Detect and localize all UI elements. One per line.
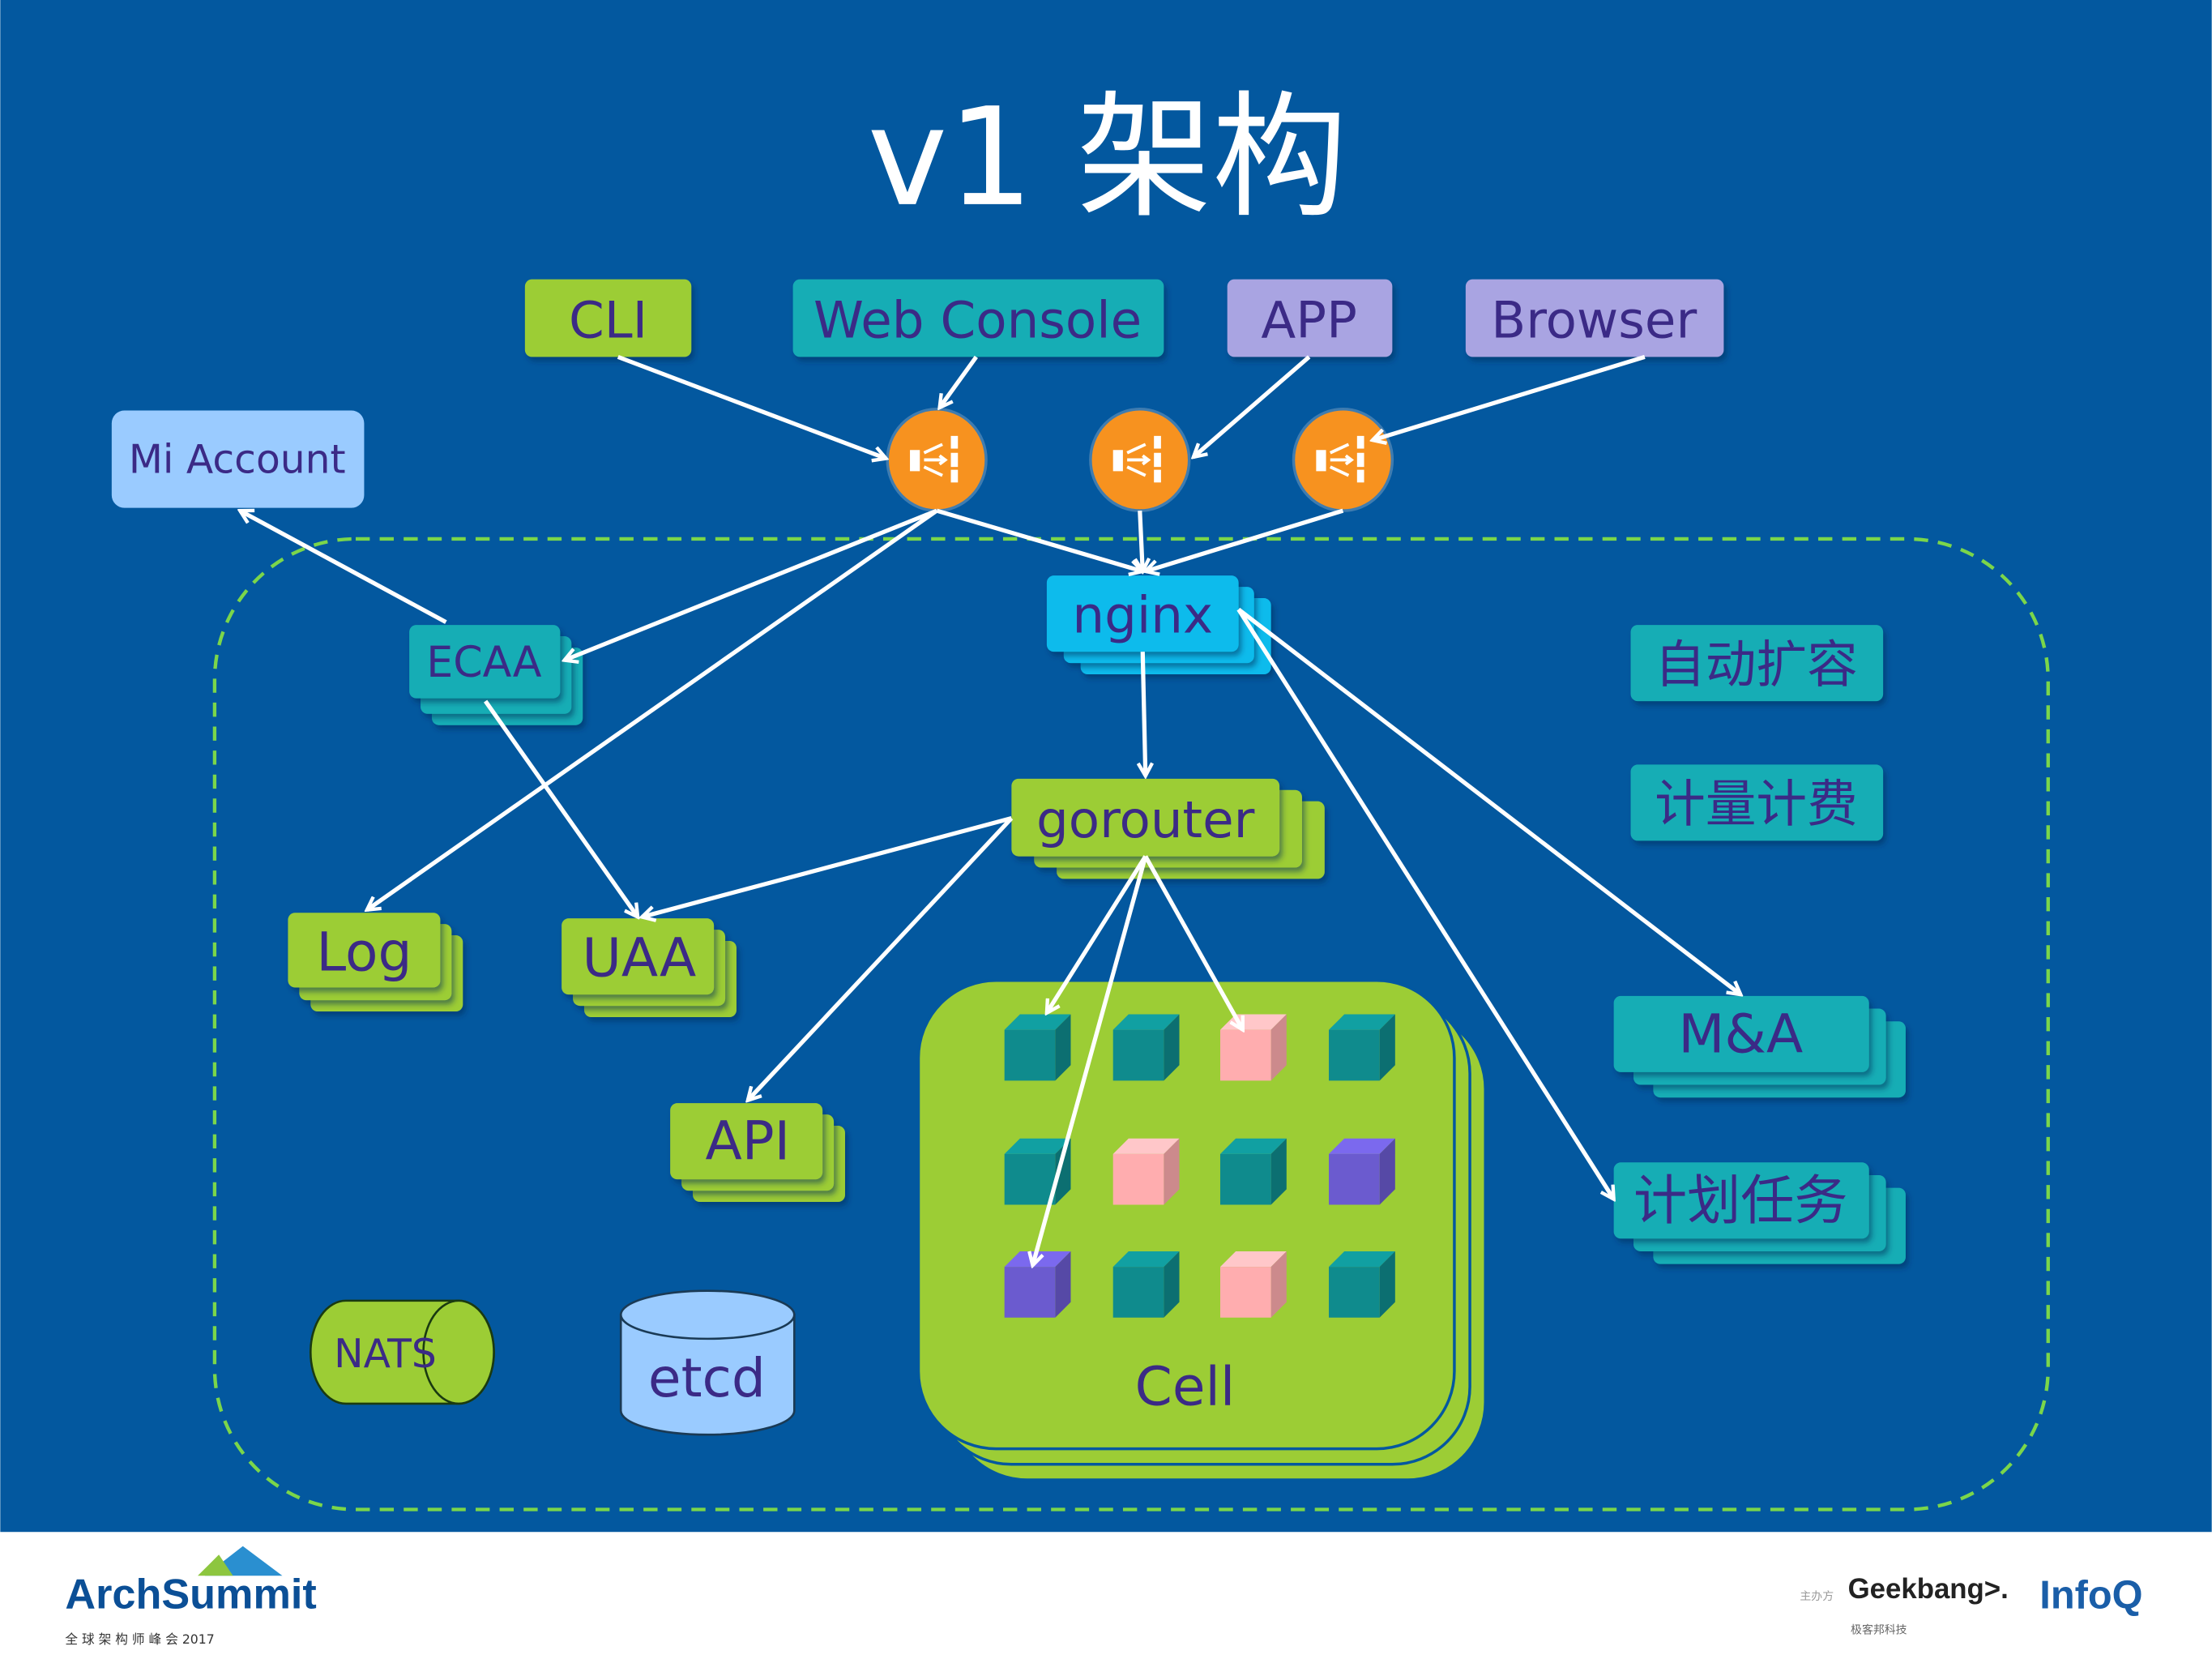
container-cube-icon [1219, 1251, 1287, 1318]
svg-text:计量计费: 计量计费 [1655, 775, 1858, 834]
gorouter-node: gorouter [1011, 778, 1325, 879]
container-cube-icon [1329, 1014, 1395, 1081]
log-node: Log [288, 913, 463, 1012]
svg-text:Mi Account: Mi Account [129, 437, 346, 482]
container-cube-icon [1219, 1014, 1287, 1081]
svg-text:NATS: NATS [334, 1332, 437, 1377]
svg-text:nginx: nginx [1072, 585, 1213, 644]
svg-text:gorouter: gorouter [1036, 790, 1255, 849]
container-cube-icon [1329, 1138, 1395, 1205]
svg-text:Log: Log [316, 921, 412, 983]
svg-text:Cell: Cell [1135, 1356, 1236, 1418]
svg-text:计划任务: 计划任务 [1633, 1169, 1848, 1232]
svg-text:Web Console: Web Console [813, 291, 1142, 350]
autoscale-node: 自动扩容 [1630, 625, 1884, 702]
platform-boundary [212, 537, 2050, 1511]
svg-text:APP: APP [1261, 291, 1356, 350]
footer-background [0, 1532, 2212, 1659]
etcd-node: etcd [619, 1289, 796, 1436]
client-browser: Browser [1465, 279, 1724, 357]
nats-node: NATS [310, 1299, 495, 1405]
client-web-console: Web Console [792, 279, 1164, 357]
svg-text:CLI: CLI [569, 291, 647, 350]
archsummit-logo: ArchSummit 全 球 架 构 师 峰 会 2017 [65, 1546, 317, 1647]
client-cli: CLI [524, 279, 692, 357]
geekbang-logo: Geekbang>. [1848, 1573, 2009, 1605]
load-balancer-icon [886, 408, 988, 512]
container-cube-icon [1219, 1138, 1287, 1205]
svg-text:ArchSummit: ArchSummit [65, 1571, 316, 1618]
container-cube-icon [1329, 1251, 1395, 1318]
container-cube-icon [1004, 1138, 1071, 1205]
svg-text:Browser: Browser [1491, 291, 1697, 350]
billing-node: 计量计费 [1630, 764, 1884, 841]
container-cube-icon [1112, 1251, 1180, 1318]
svg-text:M&A: M&A [1678, 1003, 1803, 1065]
load-balancer-icon [1089, 408, 1191, 512]
slide-title: v1 架构 [867, 79, 1347, 237]
container-cube-icon [1112, 1138, 1180, 1205]
container-cube-icon [1004, 1251, 1071, 1318]
nginx-node: nginx [1046, 575, 1271, 675]
client-app: APP [1227, 279, 1393, 357]
scheduled-tasks-node: 计划任务 [1613, 1162, 1906, 1264]
container-cube-icon [1004, 1014, 1071, 1081]
svg-text:etcd: etcd [648, 1347, 766, 1409]
load-balancer-icon [1292, 408, 1394, 512]
svg-text:全 球 架 构 师 峰 会 2017: 全 球 架 构 师 峰 会 2017 [65, 1631, 214, 1647]
organizer-label: 主办方 [1800, 1590, 1834, 1603]
svg-text:自动扩容: 自动扩容 [1655, 635, 1858, 694]
infoq-logo: InfoQ [2039, 1573, 2142, 1617]
api-node: API [670, 1103, 845, 1203]
geekbang-sub: 极客邦科技 [1851, 1623, 1907, 1637]
svg-text:UAA: UAA [582, 926, 696, 989]
uaa-node: UAA [562, 918, 737, 1018]
connections [240, 354, 1740, 1265]
mi-account-node: Mi Account [111, 410, 365, 508]
container-cube-icon [1112, 1014, 1180, 1081]
cell-node: Cell [916, 979, 1487, 1482]
ma-node: M&A [1613, 995, 1906, 1098]
svg-text:ECAA: ECAA [426, 639, 542, 687]
ecaa-node: ECAA [409, 625, 583, 725]
svg-text:API: API [706, 1110, 791, 1173]
